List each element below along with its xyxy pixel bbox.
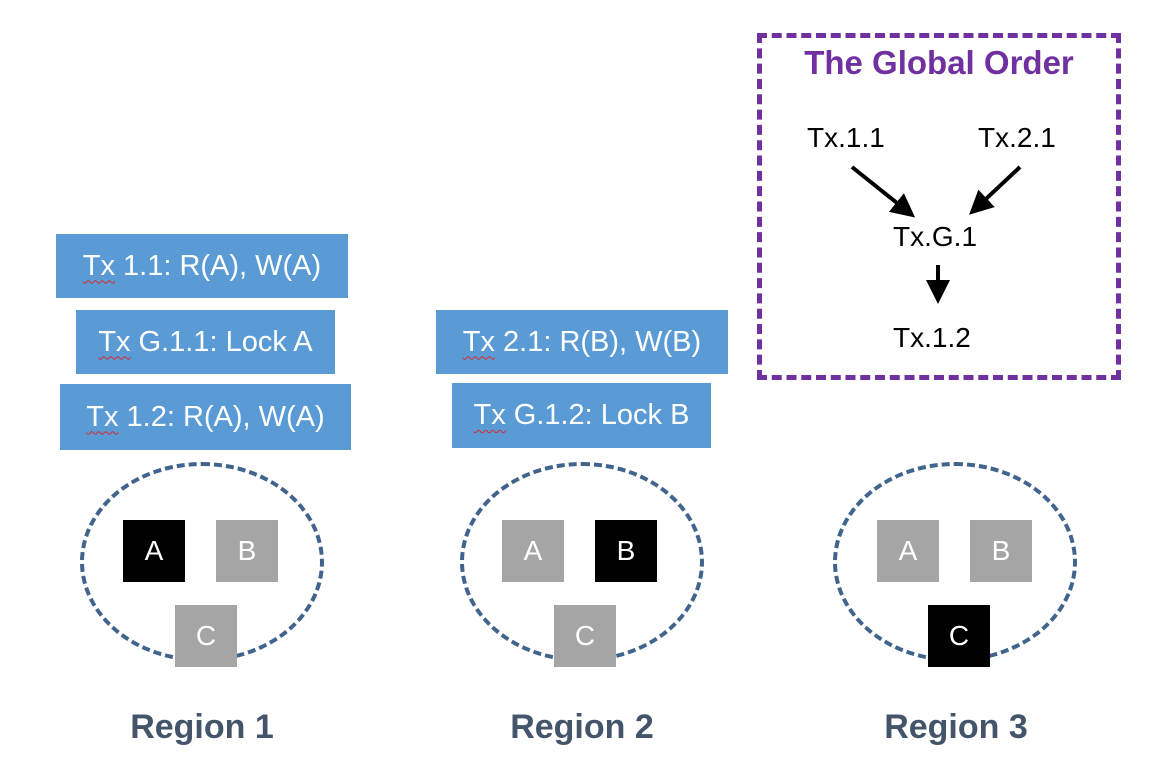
order-node-tx-g-1: Tx.G.1 bbox=[893, 221, 978, 252]
region-3-item-a: A bbox=[877, 520, 939, 582]
region-3-item-c: C bbox=[928, 605, 990, 667]
tx-prefix: Tx bbox=[473, 399, 506, 431]
arrow-tx21-to-txg1 bbox=[969, 165, 1022, 215]
global-order-panel bbox=[757, 33, 1121, 380]
tx-text: 1.1: R(A), W(A) bbox=[123, 249, 322, 282]
region-2-item-b: B bbox=[595, 520, 657, 582]
arrow-tx11-to-txg1 bbox=[850, 165, 916, 218]
tx-box-1-1: Tx 1.1: R(A), W(A) bbox=[56, 234, 348, 298]
region-2-label: Region 2 bbox=[510, 708, 654, 746]
tx-prefix: Tx bbox=[98, 325, 131, 358]
order-node-tx-2-1: Tx.2.1 bbox=[978, 122, 1056, 153]
tx-text: 2.1: R(B), W(B) bbox=[503, 325, 702, 358]
region-3-item-b: B bbox=[970, 520, 1032, 582]
tx-box-g-1-1: Tx G.1.1: Lock A bbox=[76, 310, 335, 374]
region-1-item-a: A bbox=[123, 520, 185, 582]
region-1-item-b: B bbox=[216, 520, 278, 582]
order-node-tx-1-2: Tx.1.2 bbox=[893, 322, 971, 353]
region-1-label: Region 1 bbox=[130, 708, 274, 746]
order-node-tx-1-1: Tx.1.1 bbox=[807, 122, 885, 153]
region-2-item-c: C bbox=[554, 605, 616, 667]
tx-prefix: Tx bbox=[82, 249, 116, 282]
tx-box-2-1: Tx 2.1: R(B), W(B) bbox=[436, 310, 728, 374]
tx-prefix: Tx bbox=[86, 400, 119, 433]
global-order-title: The Global Order bbox=[804, 44, 1074, 81]
region-1-item-c: C bbox=[175, 605, 237, 667]
tx-box-1-2: Tx 1.2: R(A), W(A) bbox=[60, 384, 351, 450]
tx-text: 1.2: R(A), W(A) bbox=[126, 400, 325, 433]
region-2-item-a: A bbox=[502, 520, 564, 582]
tx-prefix: Tx bbox=[462, 325, 496, 358]
tx-text: G.1.2: Lock B bbox=[513, 399, 690, 431]
tx-text: G.1.1: Lock A bbox=[138, 325, 313, 358]
region-3-label: Region 3 bbox=[884, 708, 1028, 746]
tx-box-g-1-2: Tx G.1.2: Lock B bbox=[452, 383, 711, 448]
